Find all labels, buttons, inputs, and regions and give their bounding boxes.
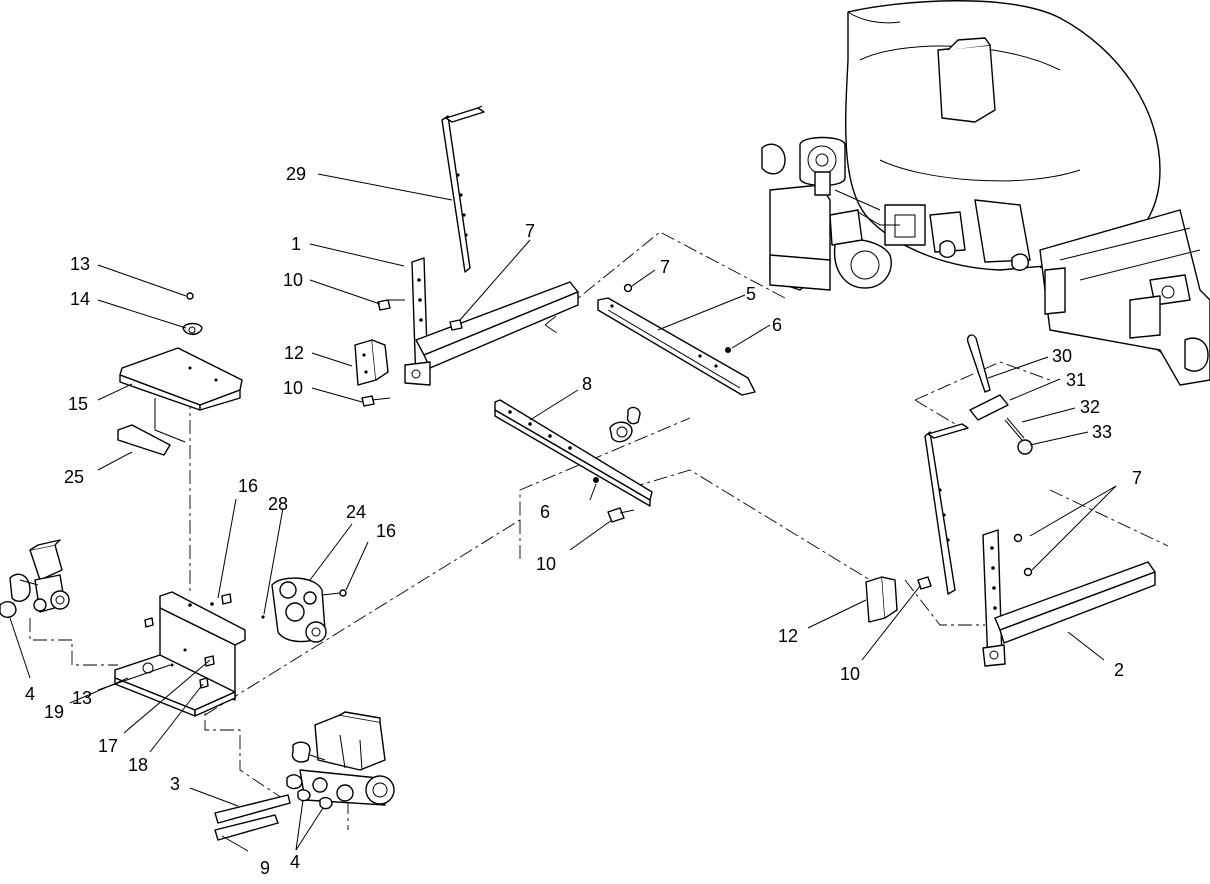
strip-25 — [117, 424, 171, 456]
pump-assembly — [761, 136, 900, 291]
callout-13: 13 — [72, 688, 92, 708]
callout-4: 4 — [25, 684, 35, 704]
hose-clamps-4 — [297, 789, 333, 810]
callout-1: 1 — [291, 234, 301, 254]
plate-15 — [119, 347, 243, 411]
callout-7: 7 — [1132, 468, 1142, 488]
callout-25: 25 — [64, 467, 84, 487]
right-mount-frame — [924, 423, 1156, 667]
callout-31: 31 — [1066, 370, 1086, 390]
clip-14 — [182, 322, 203, 336]
bolt-10-center — [607, 507, 635, 523]
callout-9: 9 — [260, 858, 270, 878]
callout-10: 10 — [283, 270, 303, 290]
left-mount-frame — [404, 105, 579, 386]
callout-24: 24 — [346, 502, 366, 522]
callout-10: 10 — [283, 378, 303, 398]
callout-19: 19 — [44, 702, 64, 722]
callout-29: 29 — [286, 164, 306, 184]
callout-8: 8 — [582, 374, 592, 394]
leader-lines — [9, 173, 1117, 852]
valve-manifold-assembly — [286, 711, 395, 806]
callout-5: 5 — [746, 284, 756, 304]
valve-24 — [261, 577, 347, 643]
callout-2: 2 — [1114, 660, 1124, 680]
callout-13: 13 — [70, 254, 90, 274]
callout-32: 32 — [1080, 397, 1100, 417]
callout-12: 12 — [284, 343, 304, 363]
bracket-12-right — [865, 576, 898, 623]
callout-15: 15 — [68, 394, 88, 414]
callout-18: 18 — [128, 755, 148, 775]
callout-6: 6 — [540, 502, 550, 522]
valve-assembly-left — [0, 539, 70, 618]
callout-14: 14 — [70, 289, 90, 309]
clamp-part-center — [609, 406, 641, 443]
callout-17: 17 — [98, 736, 118, 756]
bracket-15-lower — [154, 398, 186, 443]
callout-4: 4 — [290, 852, 300, 872]
callout-10: 10 — [536, 554, 556, 574]
callout-labels: 29 1 7 13 10 14 7 5 6 12 15 10 8 30 31 3… — [25, 164, 1142, 878]
callout-6: 6 — [772, 315, 782, 335]
hoses-3-9 — [214, 794, 291, 841]
callout-16: 16 — [376, 521, 396, 541]
bracket-12-left — [354, 339, 389, 386]
nut-7-left — [449, 319, 463, 331]
callout-3: 3 — [170, 774, 180, 794]
screw-13-top — [186, 292, 194, 300]
assembly-dash-lines — [29, 231, 1201, 830]
callout-7: 7 — [660, 257, 670, 277]
callout-30: 30 — [1052, 346, 1072, 366]
callout-12: 12 — [778, 626, 798, 646]
bar-8 — [494, 399, 653, 507]
bolt-10-right — [917, 576, 932, 590]
callout-10: 10 — [840, 664, 860, 684]
bolts-10-left — [361, 299, 405, 407]
callout-16: 16 — [238, 476, 258, 496]
pin-assembly — [966, 334, 1033, 455]
callout-33: 33 — [1092, 422, 1112, 442]
callout-7: 7 — [525, 221, 535, 241]
bar-5 — [597, 283, 756, 396]
mount-bracket-19 — [114, 591, 246, 717]
spray-tank-assembly — [845, 0, 1210, 386]
callout-28: 28 — [268, 494, 288, 514]
